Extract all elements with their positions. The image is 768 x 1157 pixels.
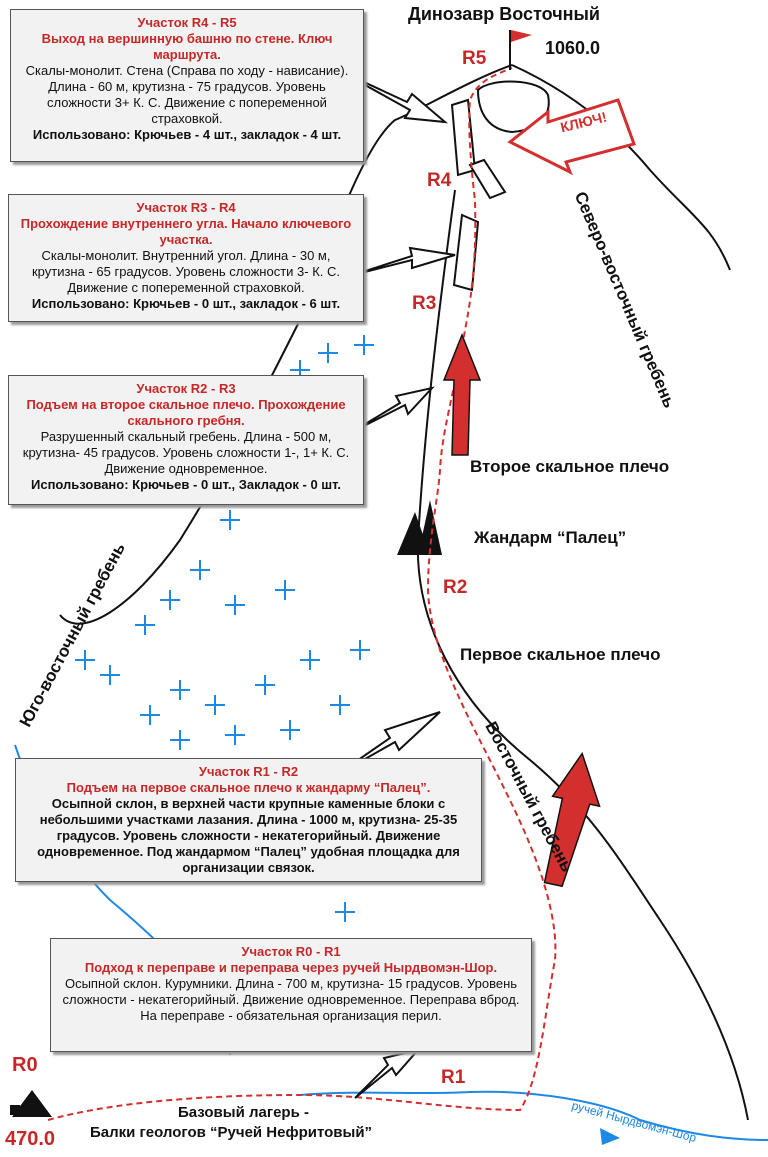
peak-flag-icon — [511, 30, 532, 42]
section-r3-r4: Участок R3 - R4 Прохождение внутреннего … — [8, 194, 364, 322]
section-body: Осыпной склон. Курумники. Длина - 700 м,… — [62, 976, 520, 1023]
section-used: Использовано: Крючьев - 0 шт., закладок … — [31, 296, 341, 311]
ne-ridge-line — [511, 64, 731, 271]
point-r2: R2 — [443, 577, 468, 598]
stream-arrow-icon — [600, 1128, 620, 1145]
point-r3: R3 — [412, 293, 437, 314]
section-title: Участок R4 - R5 — [137, 15, 237, 30]
route-arrow-icon — [442, 332, 482, 456]
feature-gendarme: Жандарм “Палец” — [474, 528, 627, 547]
pointer-arrow-icon — [337, 69, 449, 124]
section-title: Участок R1 - R2 — [198, 764, 299, 779]
point-r5: R5 — [462, 48, 487, 69]
section-r0-r1: Участок R0 - R1 Подход к переправе и пер… — [50, 938, 532, 1052]
base-line1: Базовый лагерь - — [178, 1104, 309, 1121]
point-r0: R0 — [12, 1054, 38, 1076]
point-r1: R1 — [441, 1067, 466, 1088]
section-r1-r2: Участок R1 - R2 Подъем на первое скально… — [15, 758, 482, 882]
pointer-arrow-icon — [354, 1048, 421, 1099]
section-subtitle: Выход на вершинную башню по стене. Ключ … — [41, 31, 333, 62]
base-camp-icon — [12, 1090, 52, 1117]
gendarme-icon — [418, 500, 442, 555]
section-subtitle: Подъем на первое скальное плечо к жандар… — [66, 780, 431, 795]
section-title: Участок R2 - R3 — [136, 381, 236, 396]
section-r4-r5: Участок R4 - R5 Выход на вершинную башню… — [10, 9, 364, 162]
section-body: Скалы-монолит. Внутренний угол. Длина - … — [31, 248, 341, 295]
se-ridge-line — [59, 299, 311, 625]
section-used: Использовано: Крючьев - 4 шт., закладок … — [32, 127, 342, 142]
section-subtitle: Подъем на второе скальное плечо. Прохожд… — [26, 397, 346, 428]
section-title: Участок R3 - R4 — [136, 200, 236, 215]
section-used: Использовано: Крючьев - 0 шт., Закладок … — [31, 477, 341, 492]
base-line2: Балки геологов “Ручей Нефритовый” — [90, 1124, 373, 1141]
section-body: Осыпной склон, в верхней части крупные к… — [37, 796, 460, 875]
feature-shoulder2: Второе скальное плечо — [470, 457, 670, 476]
stream-line — [299, 1090, 768, 1141]
section-body: Скалы-монолит. Стена (Справа по ходу - н… — [25, 63, 349, 126]
route-arrow-icon — [543, 751, 601, 888]
section-body: Разрушенный скальный гребень. Длина - 50… — [22, 429, 350, 476]
east-ridge-line — [416, 189, 749, 1121]
pointer-arrow-icon — [352, 246, 456, 276]
point-r4: R4 — [427, 170, 452, 191]
base-camp-marker — [10, 1105, 20, 1115]
peak-name: Динозавр Восточный — [408, 4, 600, 24]
key-arrow-icon — [507, 98, 636, 176]
route-line — [47, 67, 557, 1121]
section-subtitle: Подход к переправе и переправа через руч… — [84, 960, 498, 975]
base-elevation: 470.0 — [5, 1128, 56, 1150]
section-r2-r3: Участок R2 - R3 Подъем на второе скально… — [8, 375, 364, 505]
rock-slab — [452, 213, 480, 292]
peak-elevation: 1060.0 — [545, 38, 601, 58]
feature-shoulder1: Первое скальное плечо — [460, 645, 661, 664]
section-subtitle: Прохождение внутреннего угла. Начало клю… — [20, 216, 352, 247]
section-title: Участок R0 - R1 — [241, 944, 341, 959]
pointer-arrow-icon — [351, 386, 435, 433]
rock-slab — [468, 158, 507, 200]
